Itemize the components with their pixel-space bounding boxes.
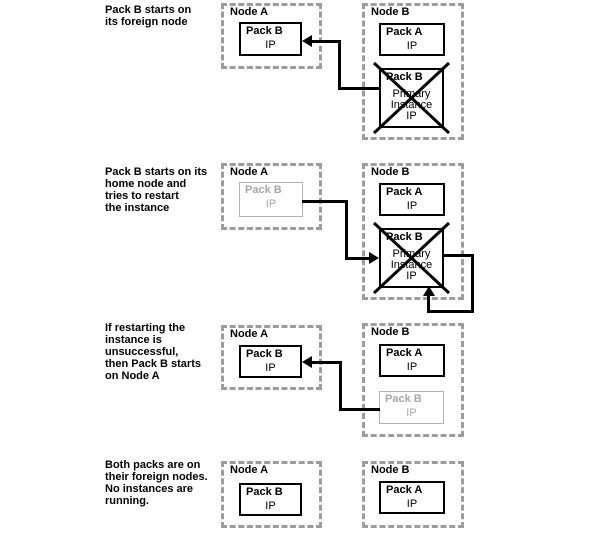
row-1-node-b-label: Node B [371, 6, 410, 18]
arrow-segment [338, 40, 341, 90]
pack-title: Pack B [246, 25, 283, 37]
pack-title: Pack B [246, 348, 283, 360]
pack-body: IP [265, 362, 276, 374]
arrow-segment [310, 361, 341, 364]
row-4-node-a-pack-b: Pack B IP [239, 483, 302, 516]
pack-body: IP [406, 40, 418, 52]
row-3-node-b-pack-a: Pack A IP [379, 344, 445, 377]
arrow-segment [427, 294, 430, 313]
arrow-segment [345, 257, 370, 260]
row-4-node-a: Node A [221, 461, 322, 528]
arrow-head-right-icon [369, 252, 379, 264]
row-2-node-b-pack-b-failed: Pack B Primary Instance IP [379, 228, 444, 288]
row-1-caption: Pack B starts on its foreign node [105, 4, 192, 28]
row-3-node-b-label: Node B [371, 326, 410, 338]
arrow-head-left-icon [302, 356, 312, 368]
arrow-segment [444, 254, 474, 257]
row-3-node-a-label: Node A [230, 328, 269, 340]
pack-body: Primary Instance IP [390, 88, 433, 122]
arrow-head-up-icon [423, 286, 435, 296]
pack-title: Pack B [245, 184, 282, 196]
pack-body: IP [265, 39, 276, 51]
pack-title: Pack A [386, 347, 423, 359]
row-4-node-b-label: Node B [371, 464, 410, 476]
arrow-segment [302, 200, 348, 203]
arrow-head-left-icon [302, 35, 312, 47]
row-1-node-b-pack-b-failed: Pack B Primary Instance IP [379, 68, 444, 128]
pack-title: Pack A [386, 186, 423, 198]
pack-body: IP [406, 407, 417, 419]
row-4-caption: Both packs are on their foreign nodes. N… [105, 459, 208, 507]
pack-title: Pack B [386, 71, 423, 83]
arrow-segment [427, 310, 474, 313]
pack-title: Pack B [386, 231, 423, 243]
row-3-node-a-pack-b: Pack B IP [239, 345, 302, 378]
pack-title: Pack A [386, 26, 423, 38]
arrow-segment [345, 200, 348, 260]
arrow-segment [310, 40, 341, 43]
row-2-node-b-label: Node B [371, 166, 410, 178]
arrow-segment [339, 361, 342, 411]
pack-title: Pack B [246, 486, 283, 498]
row-1-node-a-label: Node A [230, 6, 269, 18]
row-3-caption: If restarting the instance is unsuccessf… [105, 322, 201, 382]
row-1-node-b-pack-a: Pack A IP [379, 23, 445, 56]
pack-body: Primary Instance IP [390, 248, 433, 282]
pack-body: IP [265, 198, 277, 210]
arrow-segment [471, 254, 474, 313]
row-3-node-b-pack-b-inactive: Pack B IP [379, 391, 444, 424]
row-2-node-a-pack-b-inactive: Pack B IP [239, 182, 303, 217]
pack-title: Pack A [386, 484, 423, 496]
row-2-node-b-pack-a: Pack A IP [379, 183, 445, 216]
pack-body: IP [406, 200, 418, 212]
pack-body: IP [406, 498, 418, 510]
row-4-node-b-pack-a: Pack A IP [379, 481, 445, 514]
arrow-segment [338, 87, 380, 90]
row-2-node-a-label: Node A [230, 166, 269, 178]
pack-body: IP [265, 500, 276, 512]
pack-title: Pack B [385, 393, 422, 405]
row-2-caption: Pack B starts on its home node and tries… [105, 166, 208, 214]
row-4-node-a-label: Node A [230, 464, 269, 476]
row-1-node-a-pack-b: Pack B IP [239, 22, 302, 56]
pack-body: IP [406, 361, 418, 373]
arrow-segment [339, 408, 380, 411]
